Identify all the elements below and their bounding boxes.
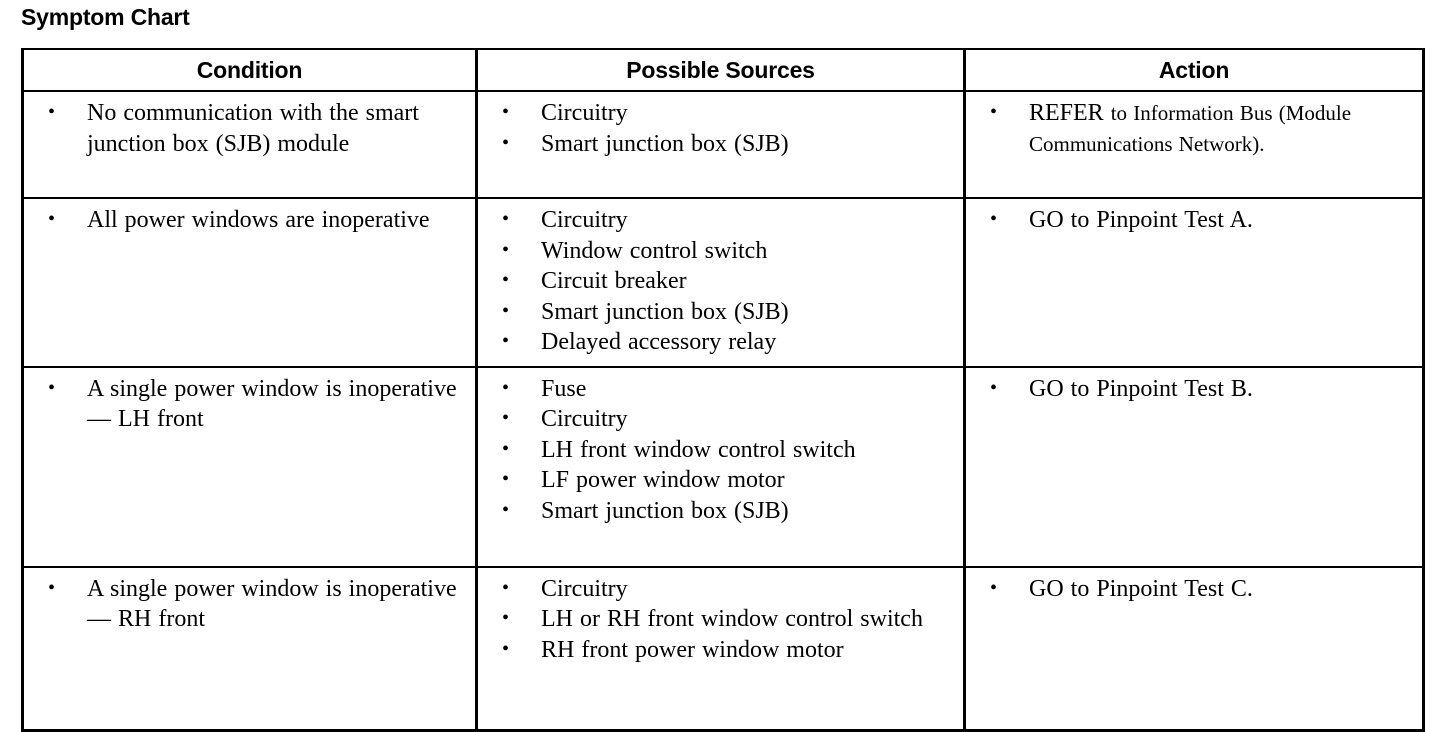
table-body: No communication with the smart junction… [22, 91, 1424, 731]
condition-list: A single power window is inoperative — L… [32, 373, 467, 435]
list-item: Delayed accessory relay [486, 326, 955, 358]
action-reference-target: to Information Bus (Module Communication… [1029, 101, 1352, 156]
table-header-row: Condition Possible Sources Action [22, 49, 1424, 92]
list-item: RH front power window motor [486, 634, 955, 666]
list-item: Smart junction box (SJB) [486, 128, 955, 160]
cell-condition: A single power window is inoperative — R… [22, 566, 478, 730]
column-header-possible-sources: Possible Sources [476, 49, 966, 92]
possible-sources-list: Circuitry Window control switch Circuit … [486, 204, 955, 358]
cell-action: GO to Pinpoint Test B. [964, 366, 1424, 568]
cell-action: GO to Pinpoint Test C. [965, 567, 1424, 731]
list-item: LH front window control switch [486, 434, 955, 466]
list-item: GO to Pinpoint Test A. [974, 204, 1414, 236]
table-row: A single power window is inoperative — L… [22, 366, 1424, 568]
table-header: Condition Possible Sources Action [22, 49, 1424, 92]
cell-action: GO to Pinpoint Test A. [964, 198, 1424, 368]
list-item: Circuitry [486, 403, 955, 435]
possible-sources-list: Circuitry LH or RH front window control … [486, 573, 955, 666]
possible-sources-list: Circuitry Smart junction box (SJB) [486, 97, 955, 160]
list-item: Circuit breaker [486, 265, 955, 297]
list-item: Circuitry [486, 573, 955, 605]
cell-possible-sources: Fuse Circuitry LH front window control s… [476, 366, 966, 568]
symptom-chart-table: Condition Possible Sources Action No com… [21, 48, 1425, 732]
column-header-condition: Condition [22, 49, 478, 92]
condition-list: A single power window is inoperative — R… [32, 573, 467, 635]
cell-possible-sources: Circuitry LH or RH front window control … [476, 566, 966, 730]
cell-possible-sources: Circuitry Smart junction box (SJB) [476, 91, 966, 199]
list-item: Circuitry [486, 97, 955, 129]
list-item: A single power window is inoperative — L… [32, 373, 467, 435]
list-item: REFER to Information Bus (Module Communi… [974, 97, 1414, 159]
table-row: No communication with the smart junction… [22, 91, 1424, 199]
cell-possible-sources: Circuitry Window control switch Circuit … [476, 198, 966, 368]
table-row: A single power window is inoperative — R… [22, 566, 1424, 731]
cell-condition: No communication with the smart junction… [22, 91, 478, 199]
cell-action: REFER to Information Bus (Module Communi… [964, 91, 1424, 199]
list-item: Fuse [486, 373, 955, 405]
list-item: All power windows are inoperative [32, 204, 467, 236]
cell-condition: All power windows are inoperative [22, 198, 478, 368]
action-list: GO to Pinpoint Test A. [974, 204, 1414, 236]
condition-list: No communication with the smart junction… [32, 97, 467, 159]
action-list: GO to Pinpoint Test C. [974, 573, 1414, 605]
list-item: Smart junction box (SJB) [486, 296, 955, 328]
action-list: REFER to Information Bus (Module Communi… [974, 97, 1414, 159]
list-item: A single power window is inoperative — R… [32, 573, 467, 635]
possible-sources-list: Fuse Circuitry LH front window control s… [486, 373, 955, 527]
action-refer-label: REFER [1029, 100, 1104, 126]
cell-condition: A single power window is inoperative — L… [22, 366, 478, 568]
page-title: Symptom Chart [21, 4, 190, 30]
table-row: All power windows are inoperative Circui… [22, 198, 1424, 368]
list-item: LF power window motor [486, 464, 955, 496]
list-item: LH or RH front window control switch [486, 603, 955, 635]
condition-list: All power windows are inoperative [32, 204, 467, 236]
list-item: No communication with the smart junction… [32, 97, 467, 159]
list-item: GO to Pinpoint Test C. [974, 573, 1414, 605]
list-item: GO to Pinpoint Test B. [974, 373, 1414, 405]
column-header-action: Action [964, 49, 1424, 92]
list-item: Smart junction box (SJB) [486, 495, 955, 527]
list-item: Window control switch [486, 235, 955, 267]
list-item: Circuitry [486, 204, 955, 236]
action-list: GO to Pinpoint Test B. [974, 373, 1414, 405]
